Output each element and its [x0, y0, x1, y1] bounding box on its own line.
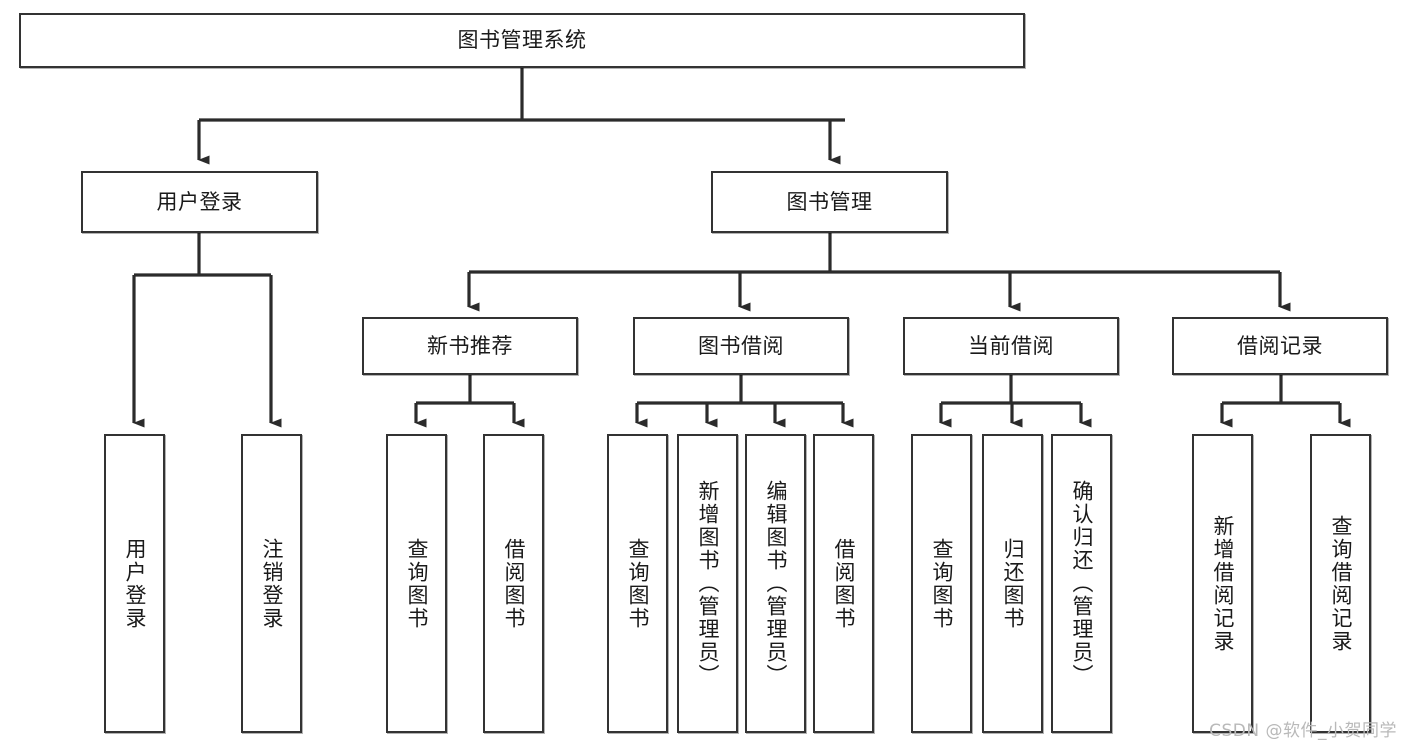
node-label: 图书借阅	[698, 333, 784, 358]
node-root-system[interactable]: 图书管理系统	[19, 13, 1025, 68]
node-leaf-confirm-return[interactable]: 确认归还（管理员）	[1051, 434, 1112, 733]
node-leaf-return-book[interactable]: 归还图书	[982, 434, 1043, 733]
node-leaf-borrow-book-2[interactable]: 借阅图书	[813, 434, 874, 733]
node-leaf-query-book-1[interactable]: 查询图书	[386, 434, 447, 733]
node-label: 用户登录	[122, 537, 147, 630]
node-label: 用户登录	[156, 189, 243, 214]
node-label: 新书推荐	[427, 333, 513, 358]
node-label: 注销登录	[259, 537, 284, 630]
node-label: 图书管理	[786, 189, 873, 214]
node-label: 图书管理系统	[457, 28, 587, 53]
node-leaf-edit-book[interactable]: 编辑图书（管理员）	[745, 434, 806, 733]
node-leaf-borrow-book-1[interactable]: 借阅图书	[483, 434, 544, 733]
node-label: 新增图书（管理员）	[695, 480, 720, 687]
node-book-manage[interactable]: 图书管理	[711, 171, 948, 233]
node-label: 借阅记录	[1237, 333, 1323, 358]
node-label: 借阅图书	[501, 537, 526, 630]
node-book-borrow[interactable]: 图书借阅	[633, 317, 849, 375]
node-label: 新增借阅记录	[1210, 514, 1235, 653]
node-new-book-recommend[interactable]: 新书推荐	[362, 317, 578, 375]
csdn-watermark: CSDN @软件_小贺同学	[1209, 721, 1397, 741]
node-leaf-user-login[interactable]: 用户登录	[104, 434, 165, 733]
node-leaf-query-record[interactable]: 查询借阅记录	[1310, 434, 1371, 733]
node-label: 查询图书	[404, 537, 429, 630]
node-label: 编辑图书（管理员）	[763, 480, 788, 687]
node-leaf-logout-login[interactable]: 注销登录	[241, 434, 302, 733]
node-borrow-record[interactable]: 借阅记录	[1172, 317, 1388, 375]
node-label: 确认归还（管理员）	[1069, 480, 1094, 687]
node-leaf-add-record[interactable]: 新增借阅记录	[1192, 434, 1253, 733]
node-current-borrow[interactable]: 当前借阅	[903, 317, 1119, 375]
node-label: 查询借阅记录	[1328, 514, 1353, 653]
node-user-login[interactable]: 用户登录	[81, 171, 318, 233]
node-label: 归还图书	[1000, 537, 1025, 630]
node-leaf-add-book[interactable]: 新增图书（管理员）	[677, 434, 738, 733]
node-label: 查询图书	[625, 537, 650, 630]
node-label: 当前借阅	[968, 333, 1054, 358]
node-leaf-query-book-3[interactable]: 查询图书	[911, 434, 972, 733]
node-leaf-query-book-2[interactable]: 查询图书	[607, 434, 668, 733]
node-label: 查询图书	[929, 537, 954, 630]
node-label: 借阅图书	[831, 537, 856, 630]
